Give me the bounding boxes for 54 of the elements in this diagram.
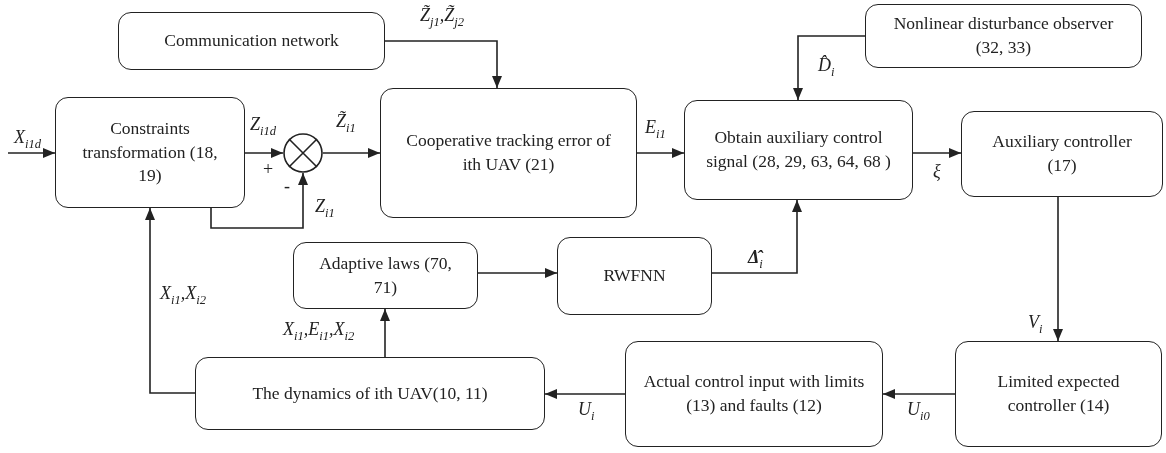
box-label: Nonlinear disturbance observer (32, 33) (892, 12, 1115, 59)
box-label: Constraints transformation (18, 19) (81, 117, 219, 188)
edge-label: ξ (933, 162, 941, 180)
arrow (477, 268, 558, 278)
edge-label: X$_{i1d}$ (14, 128, 42, 151)
arrow (145, 207, 196, 394)
arrow (793, 35, 866, 101)
process-box (195, 357, 545, 430)
edge-label: X$_{i1}$,X$_{i2}$ (160, 284, 207, 307)
arrow (882, 389, 956, 399)
box-label: Actual control input with limits (13) and faults (12) (642, 370, 866, 417)
process-box (684, 100, 913, 200)
box-label: Communication network (164, 29, 339, 53)
process-box (118, 12, 385, 70)
edge-label: Z̃$_{j1}$,Z̃$_{j2}$ (420, 6, 465, 29)
process-box (625, 341, 883, 447)
process-box (55, 97, 245, 208)
arrow (544, 389, 626, 399)
arrow (1053, 196, 1063, 342)
arrow (244, 148, 284, 158)
edge-label: E$_{i1}$ (645, 118, 666, 141)
arrow (7, 148, 56, 158)
arrow (322, 148, 381, 158)
process-box (380, 88, 637, 218)
edge-label: D̂$_{i}$ (818, 56, 835, 79)
process-box (955, 341, 1162, 447)
box-label: Obtain auxiliary control signal (28, 29, 63, 64, 68 ) (705, 126, 892, 173)
arrow (711, 199, 802, 274)
edge-label: V$_{i}$ (1028, 313, 1043, 336)
box-label: RWFNN (603, 264, 666, 288)
process-box (865, 4, 1142, 68)
arrow (912, 148, 962, 158)
edge-label: U$_{i0}$ (907, 400, 930, 423)
box-label: Adaptive laws (70, 71) (318, 251, 453, 299)
edge-label: Z$_{i1d}$ (250, 115, 277, 138)
process-box (557, 237, 712, 315)
summing-junction (283, 133, 323, 173)
edge-label: Z̃$_{i1}$ (336, 112, 356, 135)
box-label: Limited expected controller (14) (996, 370, 1121, 417)
sign-label: + (263, 160, 274, 178)
arrow (380, 308, 390, 358)
arrow (636, 148, 685, 158)
process-box (293, 242, 478, 309)
box-label: Cooperative tracking error of ith UAV (21) (405, 129, 612, 176)
edge-label: Δ̂$_{i}$ (748, 248, 763, 271)
arrow (210, 172, 308, 229)
box-label: The dynamics of ith UAV(10, 11) (252, 381, 488, 405)
arrow (384, 40, 502, 89)
edge-label: Z$_{i1}$ (315, 197, 335, 220)
process-box (961, 111, 1163, 197)
box-label: Auxiliary controller (17) (991, 130, 1133, 177)
edge-label: U$_{i}$ (578, 400, 595, 423)
sign-label: - (284, 177, 290, 195)
edge-label: X$_{i1}$,E$_{i1}$,X$_{i2}$ (283, 320, 355, 343)
